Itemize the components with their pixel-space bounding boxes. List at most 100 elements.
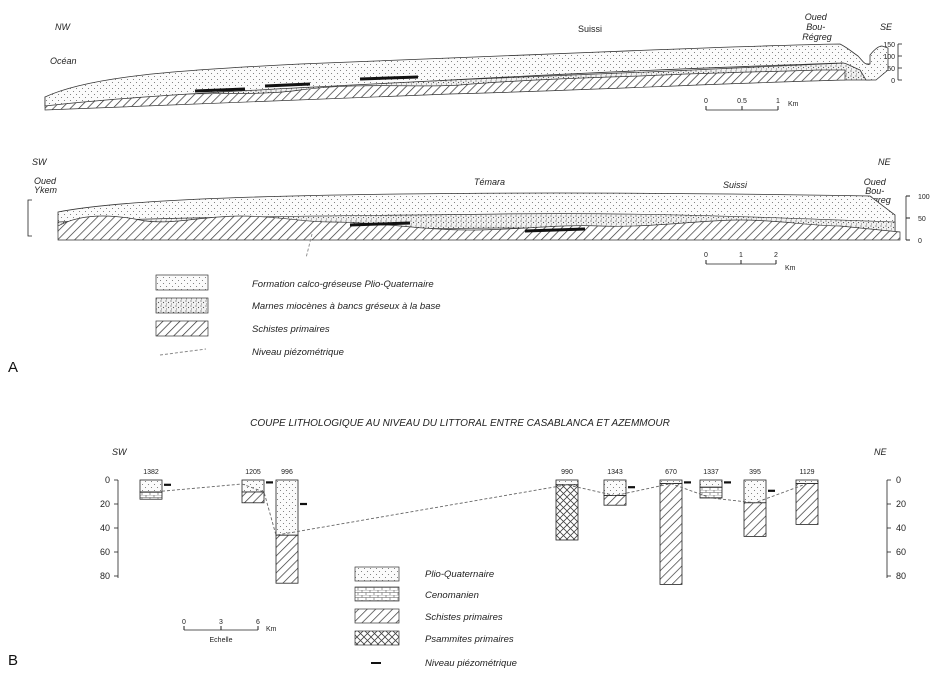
well-plio-quaternary	[796, 480, 818, 484]
well-id-label: 1382	[143, 469, 159, 476]
legend-label-marnes: Marnes miocènes à bancs gréseux à la bas…	[252, 301, 441, 312]
well-column: 990	[556, 469, 578, 540]
legend-b: Plio-Quaternaire Cenomanien Schistes pri…	[355, 567, 517, 669]
svg-text:100: 100	[883, 54, 895, 61]
left-bracket	[28, 200, 32, 236]
well-psammites	[556, 485, 578, 540]
svg-text:0: 0	[891, 78, 895, 85]
well-id-label: 1337	[703, 469, 719, 476]
depth-tick-label-left: 40	[100, 523, 110, 533]
svg-text:6: 6	[256, 619, 260, 626]
legend-swatch-marnes	[156, 298, 208, 313]
well-column: 996	[276, 469, 307, 583]
well-schistes	[242, 492, 264, 503]
depth-tick-label-right: 40	[896, 523, 906, 533]
legend-b-label-ceno: Cenomanien	[425, 590, 479, 601]
legend-swatch-schistes	[156, 321, 208, 336]
legend-b-label-plio: Plio-Quaternaire	[425, 569, 494, 580]
well-id-label: 1343	[607, 469, 623, 476]
well-id-label: 990	[561, 469, 573, 476]
lens-1c	[360, 77, 418, 79]
svg-text:Km: Km	[785, 265, 796, 272]
well-schistes	[276, 535, 298, 583]
legend-b-swatch-plio	[355, 567, 399, 581]
section-2-sw-ne: SW NE Oued Ykem Témara Suissi Oued Bou- …	[28, 157, 930, 272]
well-schistes	[796, 484, 818, 525]
well-cenomanien	[700, 487, 722, 498]
well-schistes	[744, 503, 766, 537]
svg-text:0: 0	[704, 252, 708, 259]
well-id-label: 670	[665, 469, 677, 476]
well-id-label: 1205	[245, 469, 261, 476]
panel-a-letter: A	[8, 359, 18, 376]
svg-text:1: 1	[739, 252, 743, 259]
scale-bar-2: 0 1 2 Km	[704, 252, 796, 272]
svg-text:1: 1	[776, 98, 780, 105]
well-column: 1343	[604, 469, 635, 505]
well-plio-quaternary	[700, 480, 722, 487]
svg-text:2: 2	[774, 252, 778, 259]
well-plio-quaternary	[604, 480, 626, 496]
well-plio-quaternary	[276, 480, 298, 535]
lens-1b	[265, 84, 310, 86]
dir-ne-b: NE	[874, 447, 887, 457]
panel-b: COUPE LITHOLOGIQUE AU NIVEAU DU LITTORAL…	[100, 418, 906, 669]
legend-b-swatch-schist	[355, 609, 399, 623]
well-plio-quaternary	[556, 480, 578, 485]
legend-b-label-piezo: Niveau piézométrique	[425, 658, 517, 669]
panel-b-letter: B	[8, 652, 18, 669]
depth-tick-label-right: 0	[896, 475, 901, 485]
panel-b-title: COUPE LITHOLOGIQUE AU NIVEAU DU LITTORAL…	[250, 418, 670, 429]
svg-text:0: 0	[918, 238, 922, 245]
well-plio-quaternary	[140, 480, 162, 492]
well-plio-quaternary	[660, 480, 682, 484]
well-schistes	[604, 496, 626, 506]
depth-tick-label-left: 60	[100, 547, 110, 557]
lens-2a	[350, 223, 410, 225]
depth-tick-label-left: 20	[100, 499, 110, 509]
dir-sw-b: SW	[112, 447, 128, 457]
depth-axis-left: 0 20 40 60 80	[100, 475, 118, 581]
svg-text:Echelle: Echelle	[210, 637, 233, 644]
legend-b-label-schist: Schistes primaires	[425, 612, 503, 623]
legend-label-plio-quaternary: Formation calco-gréseuse Plio-Quaternair…	[252, 279, 434, 290]
svg-text:Km: Km	[788, 101, 799, 108]
legend-b-swatch-psam	[355, 631, 399, 645]
legend-label-piezo: Niveau piézométrique	[252, 347, 344, 358]
oued-ykem: Oued Ykem	[34, 176, 59, 195]
oued-bou-regreg-1: Oued Bou- Régreg	[802, 12, 832, 42]
svg-text:3: 3	[219, 619, 223, 626]
svg-text:0.5: 0.5	[737, 98, 747, 105]
legend-swatch-piezo	[160, 349, 206, 355]
depth-tick-label-left: 80	[100, 571, 110, 581]
svg-text:50: 50	[887, 66, 895, 73]
svg-text:Km: Km	[266, 626, 277, 633]
elevation-axis-2: 100 50 0	[906, 194, 930, 245]
well-column: 1337	[700, 469, 731, 498]
suissi-label-2: Suissi	[723, 180, 748, 190]
well-column: 395	[744, 469, 775, 536]
well-column: 1129	[796, 469, 818, 524]
dir-se: SE	[880, 22, 893, 32]
svg-text:150: 150	[883, 42, 895, 49]
suissi-label-1: Suissi	[578, 24, 602, 34]
well-plio-quaternary	[242, 480, 264, 492]
legend-label-schistes: Schistes primaires	[252, 324, 330, 335]
temara-label: Témara	[474, 177, 505, 187]
lens-2b	[525, 229, 585, 231]
well-id-label: 1129	[799, 469, 814, 476]
lens-1a	[195, 89, 245, 91]
dir-nw: NW	[55, 22, 71, 32]
well-id-label: 395	[749, 469, 761, 476]
depth-tick-label-right: 60	[896, 547, 906, 557]
well-plio-quaternary	[744, 480, 766, 503]
wells-group: 1382 1205 996 990 1343 670 1337 395 1129	[140, 469, 818, 584]
dir-ne-1: NE	[878, 157, 891, 167]
depth-tick-label-left: 0	[105, 475, 110, 485]
well-schistes	[660, 484, 682, 585]
well-cenomanien	[140, 492, 162, 499]
svg-text:0: 0	[182, 619, 186, 626]
scale-bar-1: 0 0.5 1 Km	[704, 98, 799, 110]
